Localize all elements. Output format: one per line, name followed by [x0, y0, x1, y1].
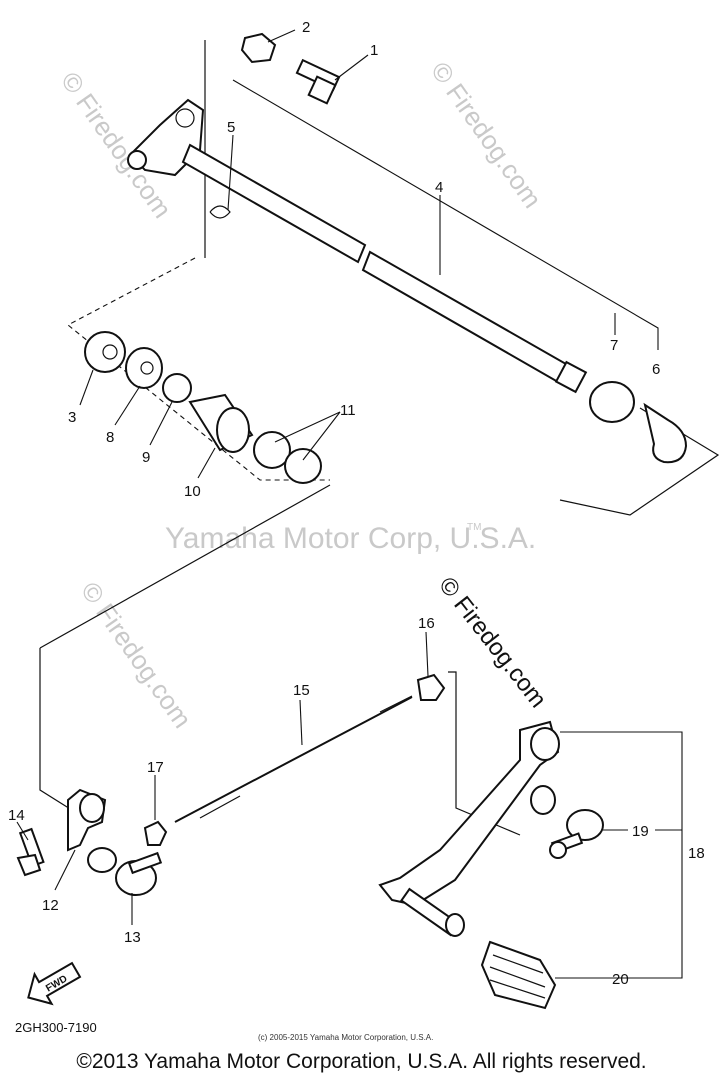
callout-12: 12: [42, 897, 59, 914]
footer-copyright: ©2013 Yamaha Motor Corporation, U.S.A. A…: [76, 1050, 647, 1073]
shift-rod-thread-a: [199, 795, 241, 819]
leader-11: [274, 411, 341, 461]
collar-7: [589, 381, 635, 423]
callout-15: 15: [293, 682, 310, 699]
pedal-rubber-ribs: [489, 954, 546, 999]
callout-3: 3: [68, 409, 76, 426]
leader-14: [16, 821, 29, 841]
bolt-14-head: [16, 853, 42, 877]
washer-8: [125, 347, 163, 389]
callout-20: 20: [612, 971, 629, 988]
bolt-1-head: [307, 75, 337, 105]
leader-2: [267, 29, 296, 43]
bearing-11b: [284, 448, 322, 484]
rod-end-13-stem: [127, 851, 163, 875]
pedal-link-boss: [530, 785, 556, 815]
nut-19: [549, 841, 567, 859]
callout-14: 14: [8, 807, 25, 824]
shaft-spline: [554, 360, 588, 394]
nut-2: [240, 32, 277, 64]
pivot-pin-12: [87, 847, 117, 873]
leader-15: [299, 699, 303, 746]
callout-6: 6: [652, 361, 660, 378]
diagram-code: 2GH300-7190: [15, 1020, 97, 1035]
pedal-pivot: [530, 727, 560, 761]
circlip: [209, 205, 231, 219]
leader-1: [334, 54, 369, 81]
pedal-peg-end: [445, 913, 465, 937]
group-outline-lower-left: [39, 648, 76, 813]
callout-1: 1: [370, 42, 378, 59]
leader-16: [425, 631, 429, 677]
nut-16: [416, 673, 446, 701]
bearing-11a: [253, 431, 291, 469]
leader-3: [79, 369, 94, 406]
callout-4: 4: [435, 179, 443, 196]
group-outline-right: [559, 407, 720, 516]
callout-11: 11: [340, 402, 356, 419]
leader-18: [560, 731, 683, 979]
callout-10: 10: [184, 483, 201, 500]
shift-shaft: [181, 143, 367, 264]
callout-16: 16: [418, 615, 435, 632]
oil-seal-3: [84, 331, 126, 373]
collar-10-end: [216, 407, 250, 453]
watermark-firedog-mid-left: © Firedog.com: [75, 576, 198, 733]
callout-5: 5: [227, 119, 235, 136]
callout-17: 17: [147, 759, 164, 776]
shift-rod-thread-b: [379, 695, 413, 713]
group-outline-lower-diag: [39, 484, 331, 649]
watermark-firedog-top-right: © Firedog.com: [425, 56, 548, 213]
callout-8: 8: [106, 429, 114, 446]
leader-5: [227, 134, 234, 211]
washer-8-hole: [140, 361, 154, 375]
shift-shaft-lower: [361, 250, 582, 392]
bolt-19: [566, 809, 604, 841]
shift-rod-15: [174, 696, 413, 823]
small-copyright: (c) 2005-2015 Yamaha Motor Corporation, …: [258, 1033, 433, 1042]
callout-19: 19: [632, 823, 649, 840]
watermark-center: Yamaha Motor Corp, U.S.A.: [165, 522, 536, 555]
shift-arm-12-boss: [79, 793, 105, 823]
leader-4-6: [232, 79, 659, 350]
leader-9: [149, 401, 173, 446]
shift-arm-pin: [127, 150, 147, 170]
pedal-rubber-20: [480, 940, 557, 1010]
leader-8: [114, 385, 141, 426]
oil-seal-3-hole: [102, 344, 118, 360]
callout-7: 7: [610, 337, 618, 354]
callout-2: 2: [302, 19, 310, 36]
callout-13: 13: [124, 929, 141, 946]
nut-17: [143, 820, 168, 846]
watermark-firedog-black: © Firedog.com: [433, 572, 551, 713]
leader-12: [54, 849, 76, 891]
watermark-tm: TM: [467, 522, 481, 533]
callout-9: 9: [142, 449, 150, 466]
leader-10: [197, 447, 216, 479]
callout-18: 18: [688, 845, 705, 862]
fwd-arrow-icon: FWD: [27, 961, 82, 1006]
spring-6: [643, 402, 688, 464]
circlip-9: [162, 373, 192, 403]
shift-arm-hole: [175, 108, 195, 128]
